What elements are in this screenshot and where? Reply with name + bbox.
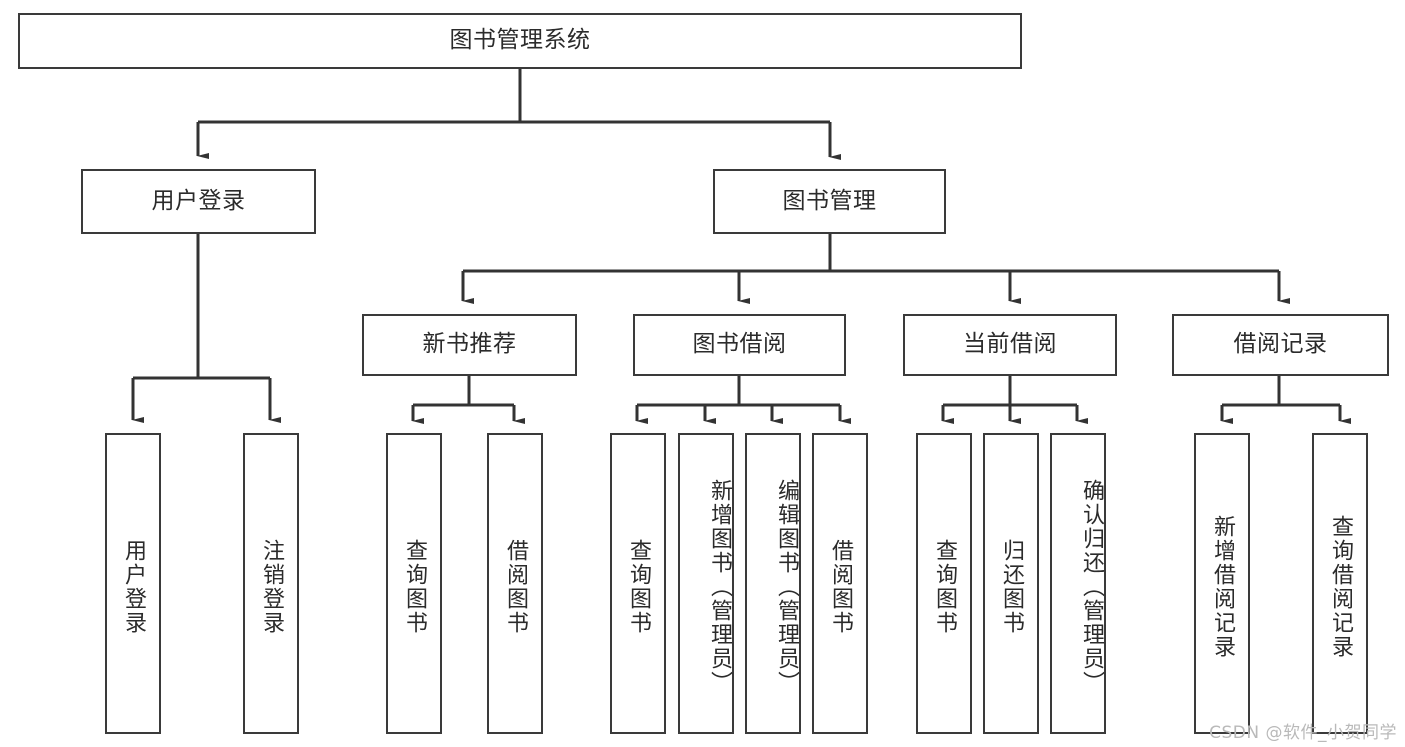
leaf-add-borrow-record[interactable]: 新增借阅记录 xyxy=(1194,433,1250,734)
node-label: 借阅图书 xyxy=(827,538,853,635)
leaf-borrow-book[interactable]: 借阅图书 xyxy=(812,433,868,734)
node-label: 查询图书 xyxy=(931,538,957,635)
node-new-book-recommendation[interactable]: 新书推荐 xyxy=(362,314,577,376)
leaf-user-login[interactable]: 用户登录 xyxy=(105,433,161,734)
leaf-query-book-new[interactable]: 查询图书 xyxy=(386,433,442,734)
watermark: CSDN @软件_小贺同学 xyxy=(1209,723,1397,743)
node-label: 用户登录 xyxy=(120,538,146,635)
node-current-borrowing[interactable]: 当前借阅 xyxy=(903,314,1117,376)
node-label: 查询借阅记录 xyxy=(1327,514,1353,659)
node-label: 新书推荐 xyxy=(422,331,517,358)
leaf-confirm-return-admin[interactable]: 确认归还（管理员） xyxy=(1050,433,1106,734)
leaf-query-borrow-record[interactable]: 查询借阅记录 xyxy=(1312,433,1368,734)
node-label: 确认归还（管理员） xyxy=(1079,478,1104,695)
leaf-borrow-book-new[interactable]: 借阅图书 xyxy=(487,433,543,734)
node-label: 新增借阅记录 xyxy=(1209,514,1235,659)
node-label: 图书管理 xyxy=(782,187,877,214)
node-book-borrowing[interactable]: 图书借阅 xyxy=(633,314,846,376)
node-label: 查询图书 xyxy=(625,538,651,635)
node-label: 借阅图书 xyxy=(502,538,528,635)
node-label: 新增图书（管理员） xyxy=(707,478,732,695)
leaf-edit-book-admin[interactable]: 编辑图书（管理员） xyxy=(745,433,801,734)
node-label: 当前借阅 xyxy=(963,331,1057,358)
node-user-login[interactable]: 用户登录 xyxy=(81,169,316,234)
leaf-return-book[interactable]: 归还图书 xyxy=(983,433,1039,734)
node-label: 图书管理系统 xyxy=(449,27,591,54)
node-book-management[interactable]: 图书管理 xyxy=(713,169,946,234)
node-borrowing-records[interactable]: 借阅记录 xyxy=(1172,314,1389,376)
node-label: 图书借阅 xyxy=(692,331,787,358)
leaf-add-book-admin[interactable]: 新增图书（管理员） xyxy=(678,433,734,734)
node-label: 用户登录 xyxy=(151,187,246,214)
leaf-query-book-current[interactable]: 查询图书 xyxy=(916,433,972,734)
node-label: 编辑图书（管理员） xyxy=(774,478,799,695)
leaf-logout[interactable]: 注销登录 xyxy=(243,433,299,734)
leaf-query-book-borrow[interactable]: 查询图书 xyxy=(610,433,666,734)
node-label: 查询图书 xyxy=(401,538,427,635)
node-label: 借阅记录 xyxy=(1233,331,1328,358)
node-root-book-management-system[interactable]: 图书管理系统 xyxy=(18,13,1022,69)
node-label: 注销登录 xyxy=(258,538,284,635)
node-label: 归还图书 xyxy=(998,538,1024,635)
